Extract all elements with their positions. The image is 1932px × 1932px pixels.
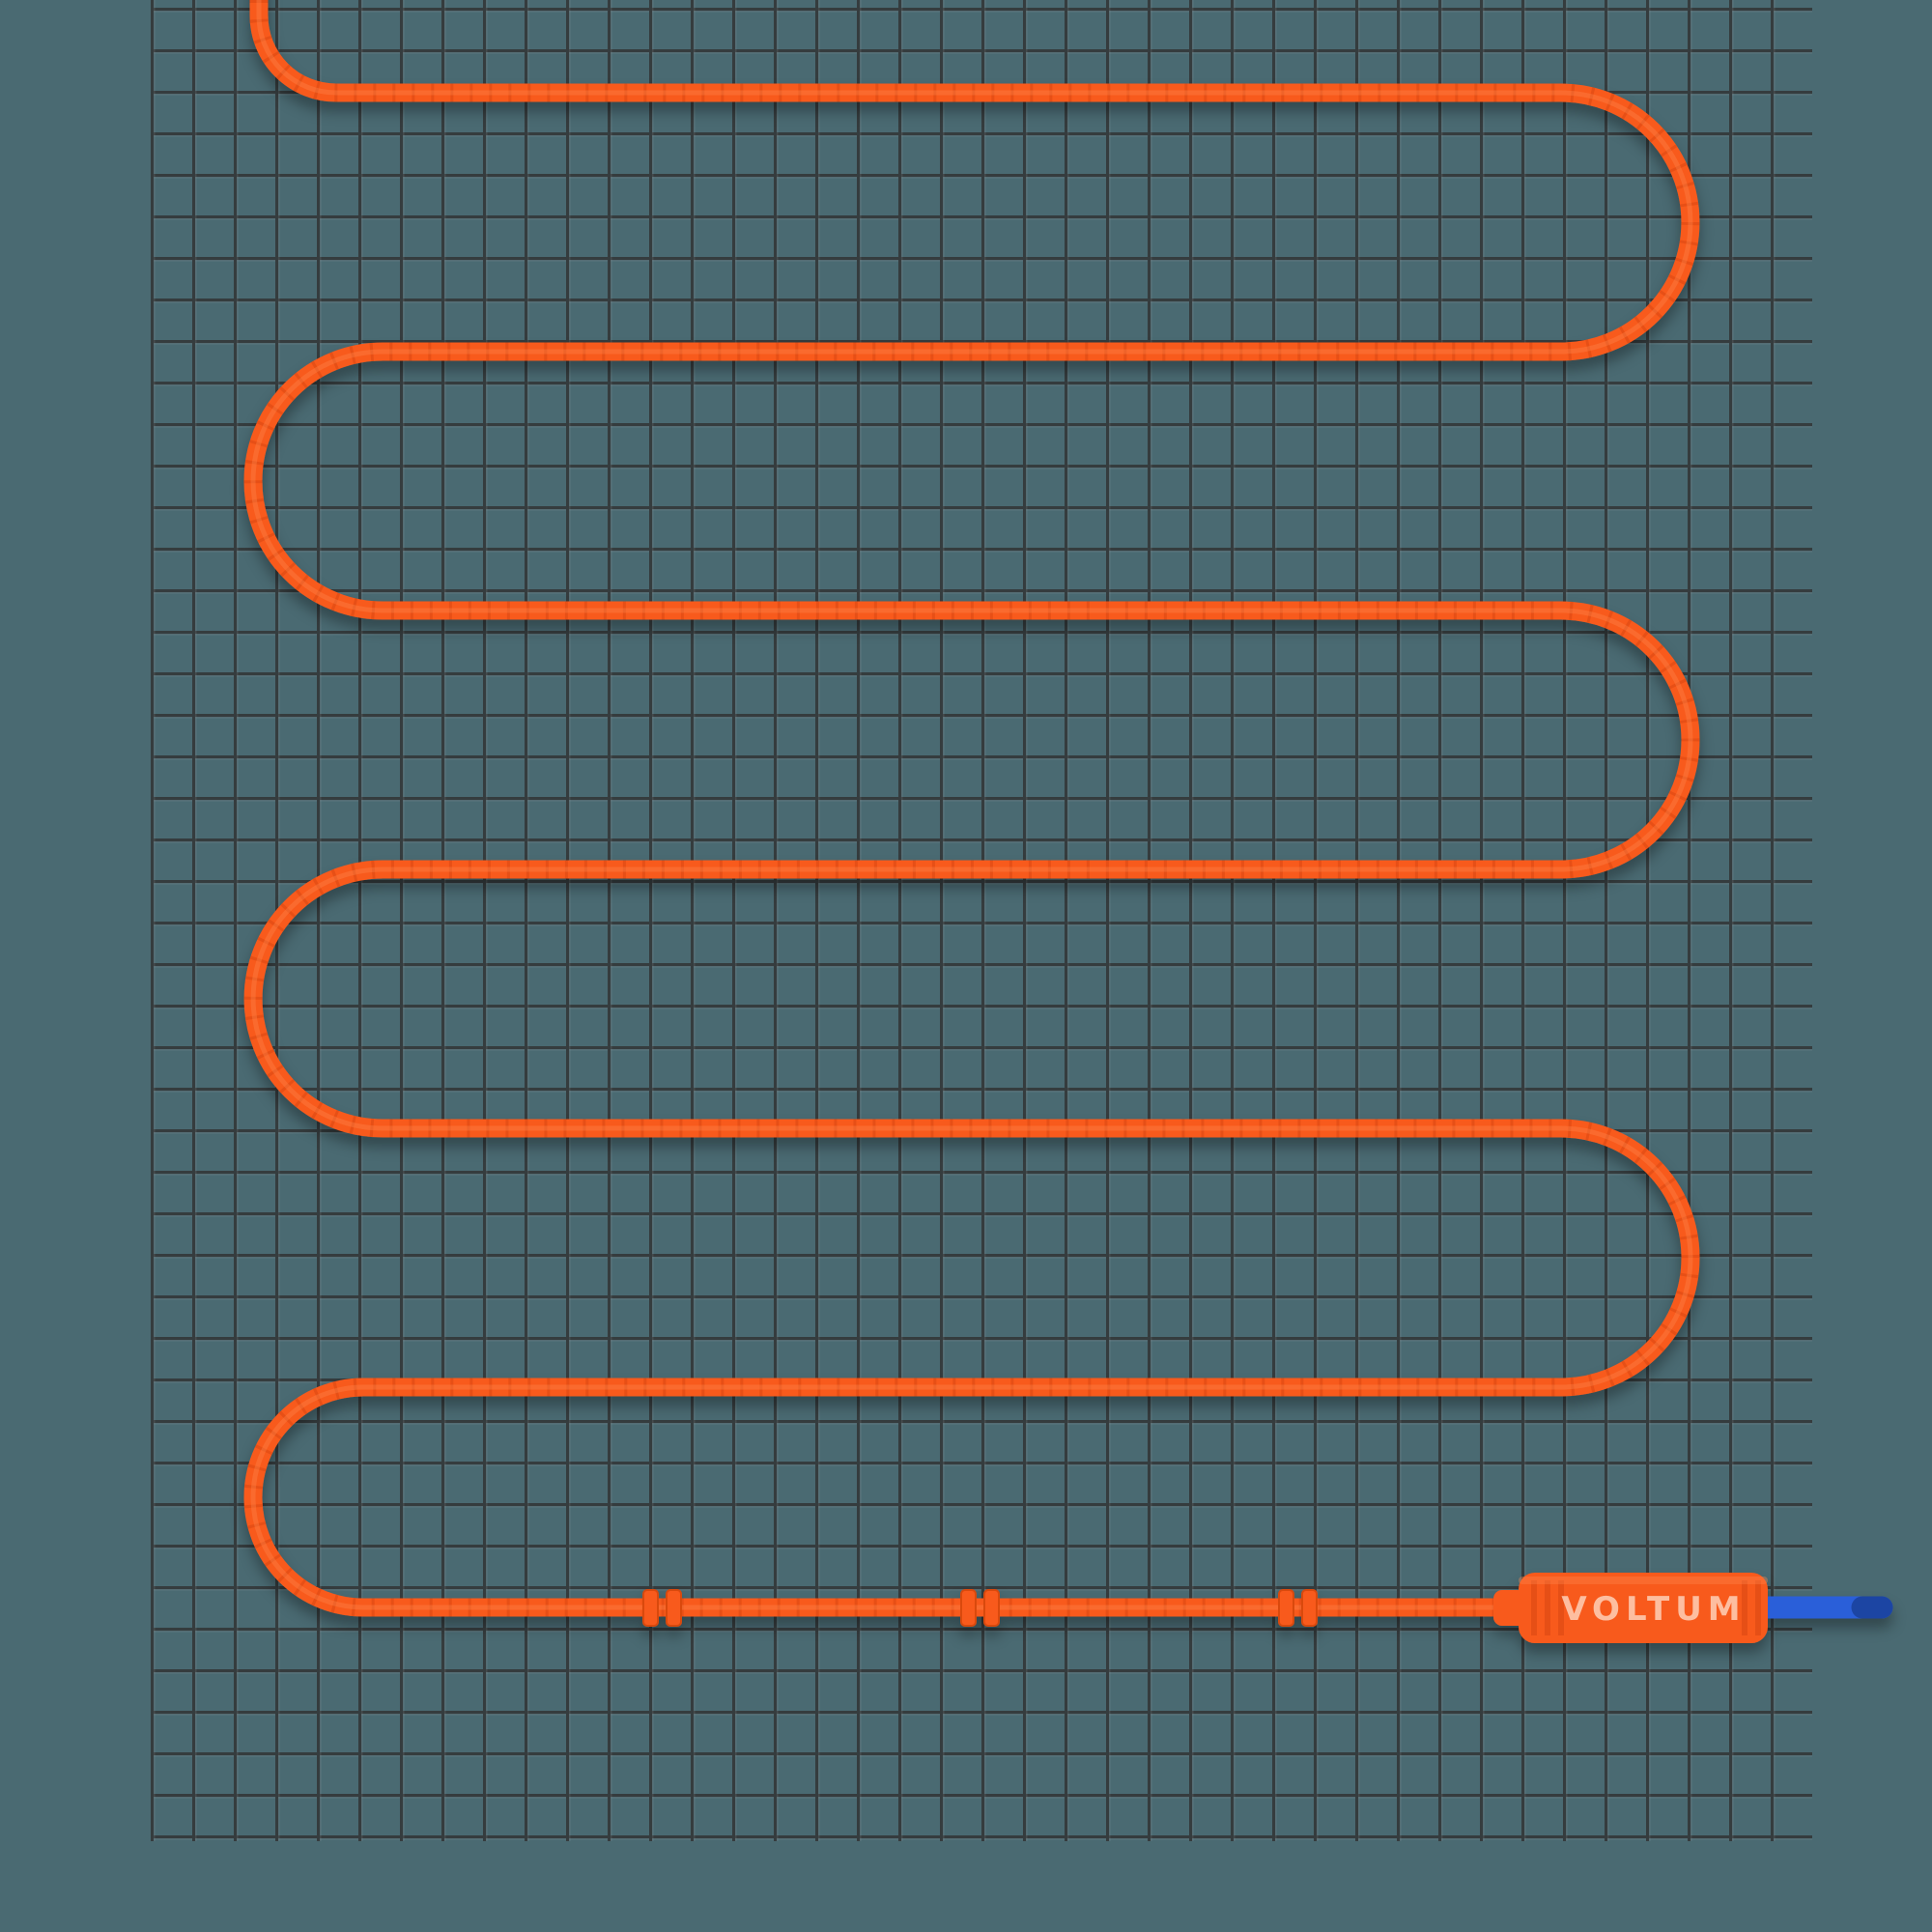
- connector-ribs: [1531, 1580, 1761, 1635]
- connector-highlight: [1519, 1577, 1768, 1584]
- cable-clip-1: [642, 1589, 682, 1627]
- connector-body: [1519, 1573, 1768, 1643]
- cable-clip-2: [960, 1589, 1000, 1627]
- connector-collar: [1493, 1590, 1526, 1626]
- wire-mesh: [151, 0, 1812, 1841]
- heating-cable-assembly: VOLTUM: [243, 0, 1893, 1643]
- power-connector: VOLTUM: [1493, 1573, 1768, 1643]
- cable-highlight: [250, 0, 1693, 1610]
- cable-clip-3: [1278, 1589, 1318, 1627]
- brand-label: VOLTUM: [1561, 1590, 1746, 1629]
